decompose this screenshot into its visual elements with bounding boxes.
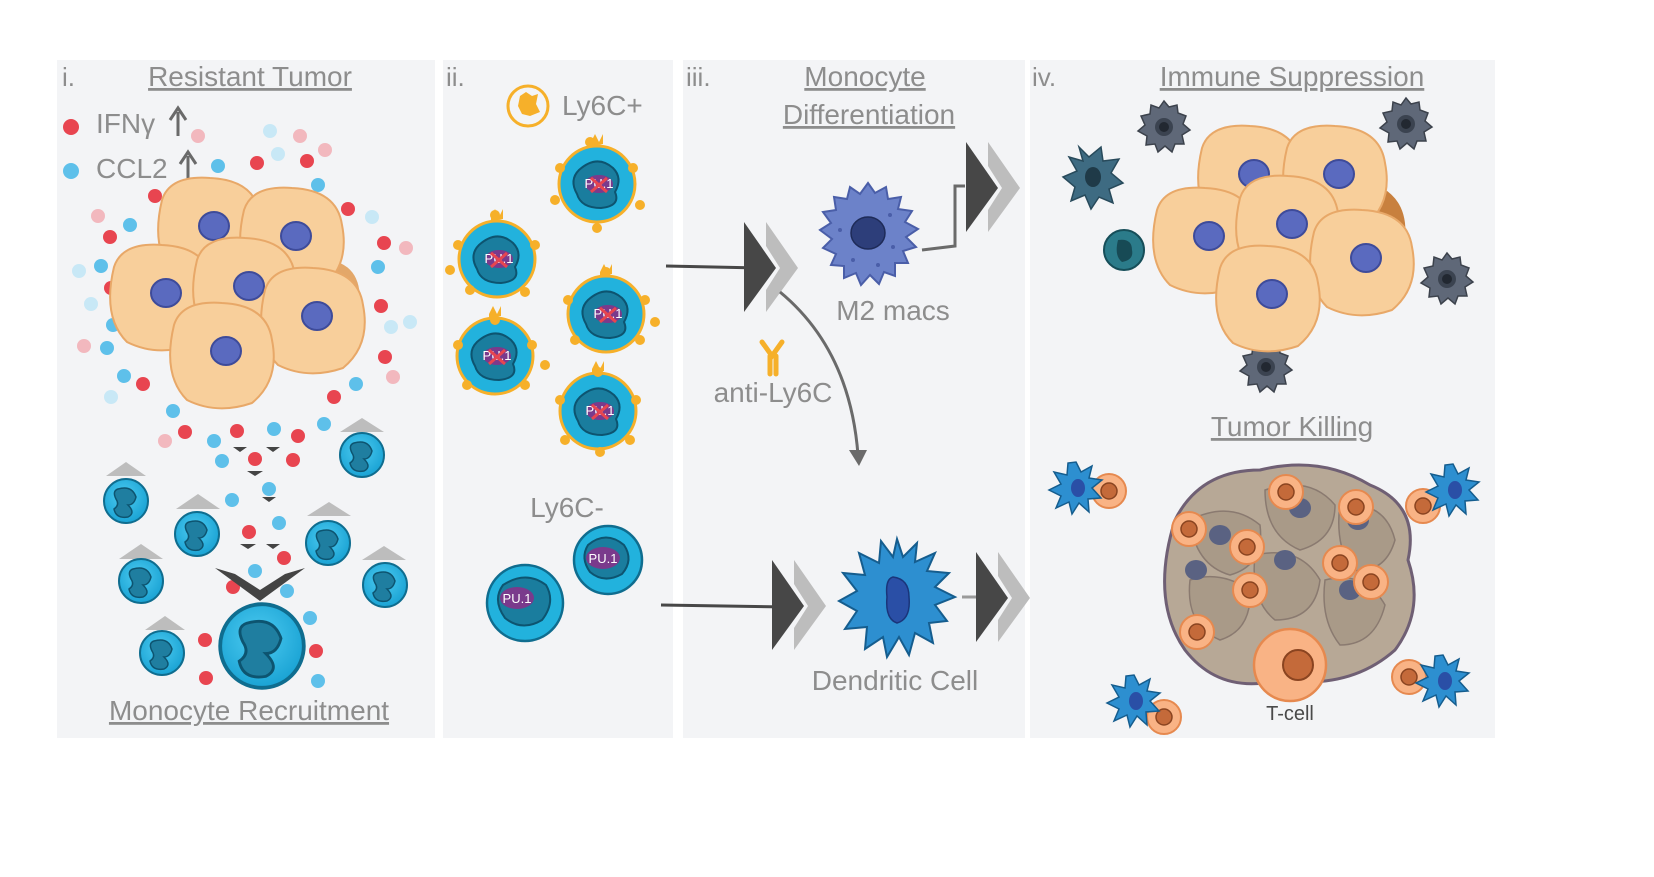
ly6c-neg-label: Ly6C- (530, 492, 604, 523)
ly6c-neg-monocyte-1: PU.1 (572, 524, 644, 596)
panel-iii-title-line2: Differentiation (783, 99, 955, 130)
m2-to-suppression-line (921, 184, 965, 252)
antibody-icon (759, 339, 785, 377)
tcell-label: T-cell (1266, 703, 1314, 725)
ly6c-neg-flow-line (660, 603, 789, 609)
antibody-block-arrowhead (849, 450, 867, 466)
suppression-arrow (966, 142, 1020, 232)
suppressed-tumor-cluster (1152, 124, 1415, 353)
ly6c-pos-label: Ly6C+ (562, 90, 643, 121)
ifng-up-arrow-icon (168, 105, 188, 136)
m2-macs-label: M2 macs (836, 295, 950, 326)
ly6c-pos-icon (506, 84, 550, 128)
panel-i-bottom-title: Monocyte Recruitment (109, 695, 389, 726)
ly6c-neg-monocyte-2: PU.1 (485, 563, 565, 643)
panel-iv-bottom-title: Tumor Killing (1211, 411, 1373, 442)
ly6c-spikes (445, 137, 660, 457)
chemotaxis-chevrons (215, 447, 305, 601)
resistant-tumor-cluster (109, 176, 366, 410)
panel-i-title: Resistant Tumor (148, 61, 352, 92)
dendritic-cell (836, 535, 958, 660)
panel-ii-numeral: ii. (446, 62, 465, 92)
ccl2-up-arrow-icon (178, 149, 198, 182)
differentiation-arrow-upper (744, 222, 798, 312)
panel-iv-numeral: iv. (1032, 62, 1056, 92)
pu1-label-1: PU.1 (589, 551, 618, 566)
large-t-cell (1252, 627, 1328, 703)
recruitment-arrows (106, 418, 406, 630)
differentiation-arrow-lower (772, 560, 826, 650)
panel-i-numeral: i. (62, 62, 75, 92)
ccl2-legend-dot (63, 163, 79, 179)
pu1-label-2: PU.1 (503, 591, 532, 606)
ifng-legend-dot (63, 119, 79, 135)
cytokine-dots (72, 124, 417, 688)
panel-iii-title-line1: Monocyte (804, 61, 925, 92)
ifng-legend-label: IFNγ (96, 108, 155, 139)
panel-iii-numeral: iii. (686, 62, 711, 92)
panel-iv-title: Immune Suppression (1160, 61, 1425, 92)
dendritic-cell-label: Dendritic Cell (812, 665, 979, 696)
ly6c-marker-icon (518, 92, 540, 116)
antibody-block-arrow (779, 290, 860, 456)
ccl2-legend-label: CCL2 (96, 153, 168, 184)
antibody-label: anti-Ly6C (714, 377, 833, 408)
suppressive-macrophages (1061, 97, 1474, 393)
m2-macrophage (818, 181, 920, 287)
killing-arrow (976, 552, 1030, 642)
